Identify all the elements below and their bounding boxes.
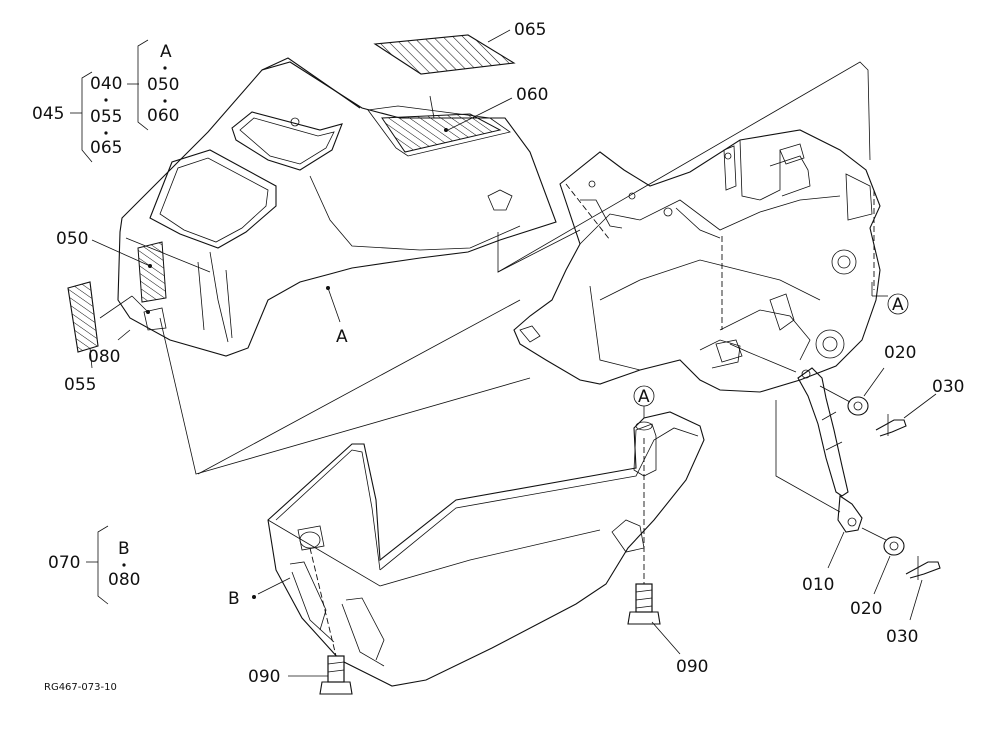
callout-a-circle-bottom: A <box>638 387 650 407</box>
legend-045-item-5: 060 <box>147 106 179 126</box>
washer-020-bottom <box>883 536 905 556</box>
legend-045-item-2: 055 <box>90 107 122 127</box>
clip-030-bottom <box>905 556 941 580</box>
gas-strut-010 <box>715 339 863 533</box>
callout-b-cover: B <box>228 589 240 609</box>
drawing-code: RG467-073-10 <box>44 682 117 693</box>
callout-065: 065 <box>514 20 546 40</box>
legend-070-assembly: 070 <box>48 553 80 573</box>
frame-bracket <box>513 129 881 393</box>
decal-050 <box>137 241 167 331</box>
reference-lines <box>159 61 871 475</box>
callout-030-top: 030 <box>932 377 964 397</box>
callout-060: 060 <box>516 85 548 105</box>
bolt-090-left <box>319 655 353 695</box>
callout-a-cover: A <box>336 327 348 347</box>
legend-070-item-1: 080 <box>108 570 140 590</box>
callout-a-circle-right: A <box>892 295 904 315</box>
callout-020-bottom: 020 <box>850 599 882 619</box>
callout-050: 050 <box>56 229 88 249</box>
legend-045-item-4: 050 <box>147 75 179 95</box>
legend-045-item-3: 065 <box>90 138 122 158</box>
callout-080: 080 <box>88 347 120 367</box>
callout-090-left: 090 <box>248 667 280 687</box>
legend-045: 045 040 055 065 A 050 060 <box>32 39 179 163</box>
ref-circle-a-bottom: A <box>633 385 655 418</box>
legend-070-header: B <box>118 539 130 559</box>
lower-cover-b <box>267 411 705 687</box>
bolt-090-right <box>627 583 661 625</box>
legend-045-item-1: 040 <box>90 74 122 94</box>
callout-020-top: 020 <box>884 343 916 363</box>
decal-065 <box>373 34 516 75</box>
callout-030-bottom: 030 <box>886 627 918 647</box>
decal-055 <box>67 281 99 353</box>
ref-circle-a-right: A <box>871 282 909 315</box>
clip-030-top <box>875 414 907 437</box>
upper-cover-a <box>117 57 557 357</box>
legend-045-assembly: 045 <box>32 104 64 124</box>
callout-055: 055 <box>64 375 96 395</box>
callout-090-right: 090 <box>676 657 708 677</box>
legend-070: 070 B 080 <box>48 525 140 605</box>
legend-045-header: A <box>160 42 172 62</box>
washer-020-top <box>847 396 869 416</box>
callout-010: 010 <box>802 575 834 595</box>
